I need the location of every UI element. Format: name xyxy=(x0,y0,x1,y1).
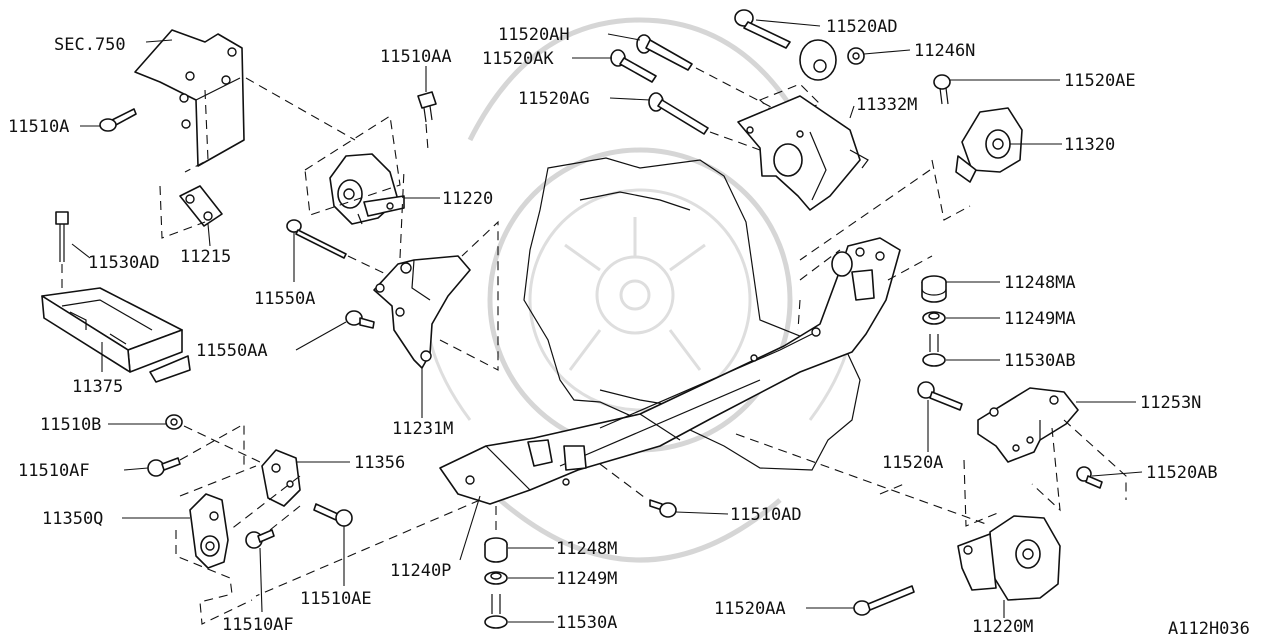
crossmember-11240P xyxy=(439,237,901,505)
label-11240P: 11240P xyxy=(390,561,451,581)
label-11350Q: 11350Q xyxy=(42,509,103,529)
spacer-11248M xyxy=(484,537,508,563)
bolt-11530AB xyxy=(922,334,946,367)
bolt-11510AF-bottom xyxy=(245,529,275,549)
label-11520AE: 11520AE xyxy=(1064,71,1136,91)
sec750-bracket xyxy=(134,29,245,167)
label-11356: 11356 xyxy=(354,453,405,473)
bracket-11356 xyxy=(261,449,301,507)
bolt-11510A xyxy=(99,108,137,132)
bolt-11530AD xyxy=(55,211,69,262)
label-11510A: 11510A xyxy=(8,117,69,137)
plate-11215 xyxy=(179,185,223,227)
bracket-11253N xyxy=(977,387,1079,463)
tray-11375 xyxy=(41,287,191,383)
label-sec750: SEC.750 xyxy=(54,35,126,55)
label-11510AD: 11510AD xyxy=(730,505,802,525)
bolt-11510AE xyxy=(313,503,353,527)
nut-11246N xyxy=(847,47,865,65)
diagram-id: A112H036 xyxy=(1168,619,1250,638)
mount-11220M xyxy=(957,515,1061,601)
label-11510AF-bottom: 11510AF xyxy=(222,615,294,635)
bolt-11550A xyxy=(286,219,347,259)
label-11520AG: 11520AG xyxy=(518,89,590,109)
label-11320: 11320 xyxy=(1064,135,1115,155)
bolt-11510AD xyxy=(649,499,677,518)
label-11253N: 11253N xyxy=(1140,393,1201,413)
label-11510AF-left: 11510AF xyxy=(18,461,90,481)
nut-11510B xyxy=(165,414,183,430)
label-11510B: 11510B xyxy=(40,415,101,435)
label-11249M: 11249M xyxy=(556,569,617,589)
label-11530AD: 11530AD xyxy=(88,253,160,273)
washer-11249M xyxy=(484,571,508,585)
label-11520AB: 11520AB xyxy=(1146,463,1218,483)
label-11550AA: 11550AA xyxy=(196,341,268,361)
label-11220M: 11220M xyxy=(972,617,1033,637)
label-11530A: 11530A xyxy=(556,613,617,633)
label-11520AK: 11520AK xyxy=(482,49,554,69)
label-11375: 11375 xyxy=(72,377,123,397)
label-11248M: 11248M xyxy=(556,539,617,559)
mount-11320 xyxy=(955,107,1023,183)
label-11248MA: 11248MA xyxy=(1004,273,1076,293)
leader-lines xyxy=(71,19,1143,623)
label-11530AB: 11530AB xyxy=(1004,351,1076,371)
mount-11350Q xyxy=(189,493,229,569)
bolt-11520AK xyxy=(610,49,657,83)
label-11332M: 11332M xyxy=(856,95,917,115)
label-11231M: 11231M xyxy=(392,419,453,439)
label-11249MA: 11249MA xyxy=(1004,309,1076,329)
label-11520A: 11520A xyxy=(882,453,943,473)
bracket-11332M xyxy=(737,95,869,211)
label-11215: 11215 xyxy=(180,247,231,267)
bolt-11520AE xyxy=(933,74,951,105)
bolt-11520AB xyxy=(1076,466,1103,489)
mount-11220 xyxy=(329,153,405,225)
label-11220: 11220 xyxy=(442,189,493,209)
label-11520AH: 11520AH xyxy=(498,25,570,45)
label-11550A: 11550A xyxy=(254,289,315,309)
bolt-11510AA xyxy=(417,91,437,123)
bolt-11520AA xyxy=(853,585,915,616)
bolt-11520AH xyxy=(636,34,693,71)
bolt-11520AG xyxy=(648,92,709,135)
washer-11249MA xyxy=(922,311,946,325)
spacer-11248MA xyxy=(921,275,947,303)
bolt-11510AF-left xyxy=(147,457,181,477)
bracket-11231M xyxy=(373,255,471,369)
label-11520AD: 11520AD xyxy=(826,17,898,37)
bolt-11530A xyxy=(484,594,508,629)
label-11246N: 11246N xyxy=(914,41,975,61)
bolt-11520A xyxy=(917,381,963,411)
label-11510AA: 11510AA xyxy=(380,47,452,67)
label-11520AA: 11520AA xyxy=(714,599,786,619)
bolt-11520AD xyxy=(734,9,791,49)
bushing-11520AD xyxy=(799,39,837,81)
bolt-11550AA xyxy=(345,310,375,329)
label-11510AE: 11510AE xyxy=(300,589,372,609)
